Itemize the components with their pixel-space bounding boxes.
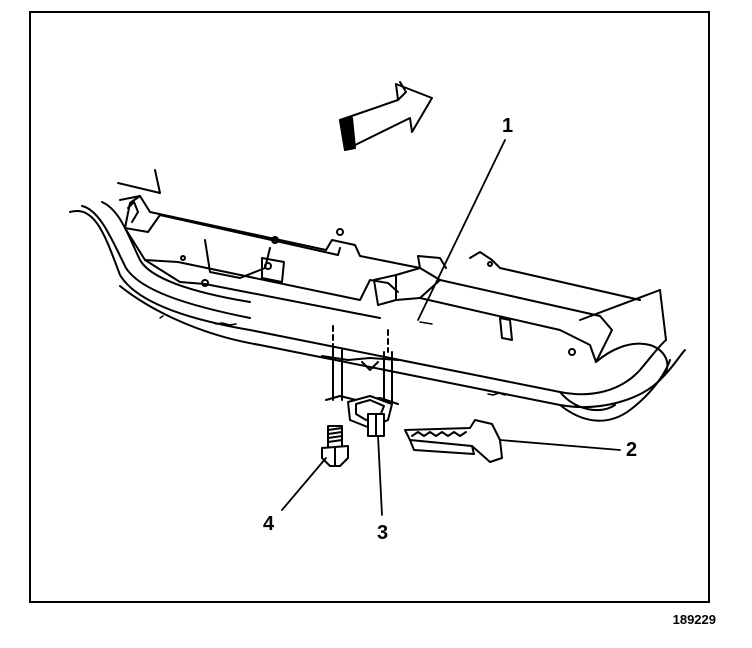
figure-frame bbox=[29, 11, 710, 603]
bolt-fastener bbox=[321, 425, 349, 467]
callout-4: 4 bbox=[263, 513, 275, 535]
frame-crossmember bbox=[117, 169, 641, 363]
retainer-strip bbox=[404, 419, 503, 463]
callout-3: 3 bbox=[377, 522, 389, 544]
forward-direction-arrow-icon bbox=[339, 81, 433, 151]
callout-leaders bbox=[281, 139, 621, 516]
callout-1: 1 bbox=[502, 115, 514, 137]
mounting-bracket-assembly bbox=[321, 325, 399, 437]
callout-2: 2 bbox=[626, 439, 638, 461]
bumper-surface-markings bbox=[159, 315, 506, 396]
rear-bumper bbox=[69, 201, 686, 422]
figure-number: 189229 bbox=[672, 612, 716, 627]
